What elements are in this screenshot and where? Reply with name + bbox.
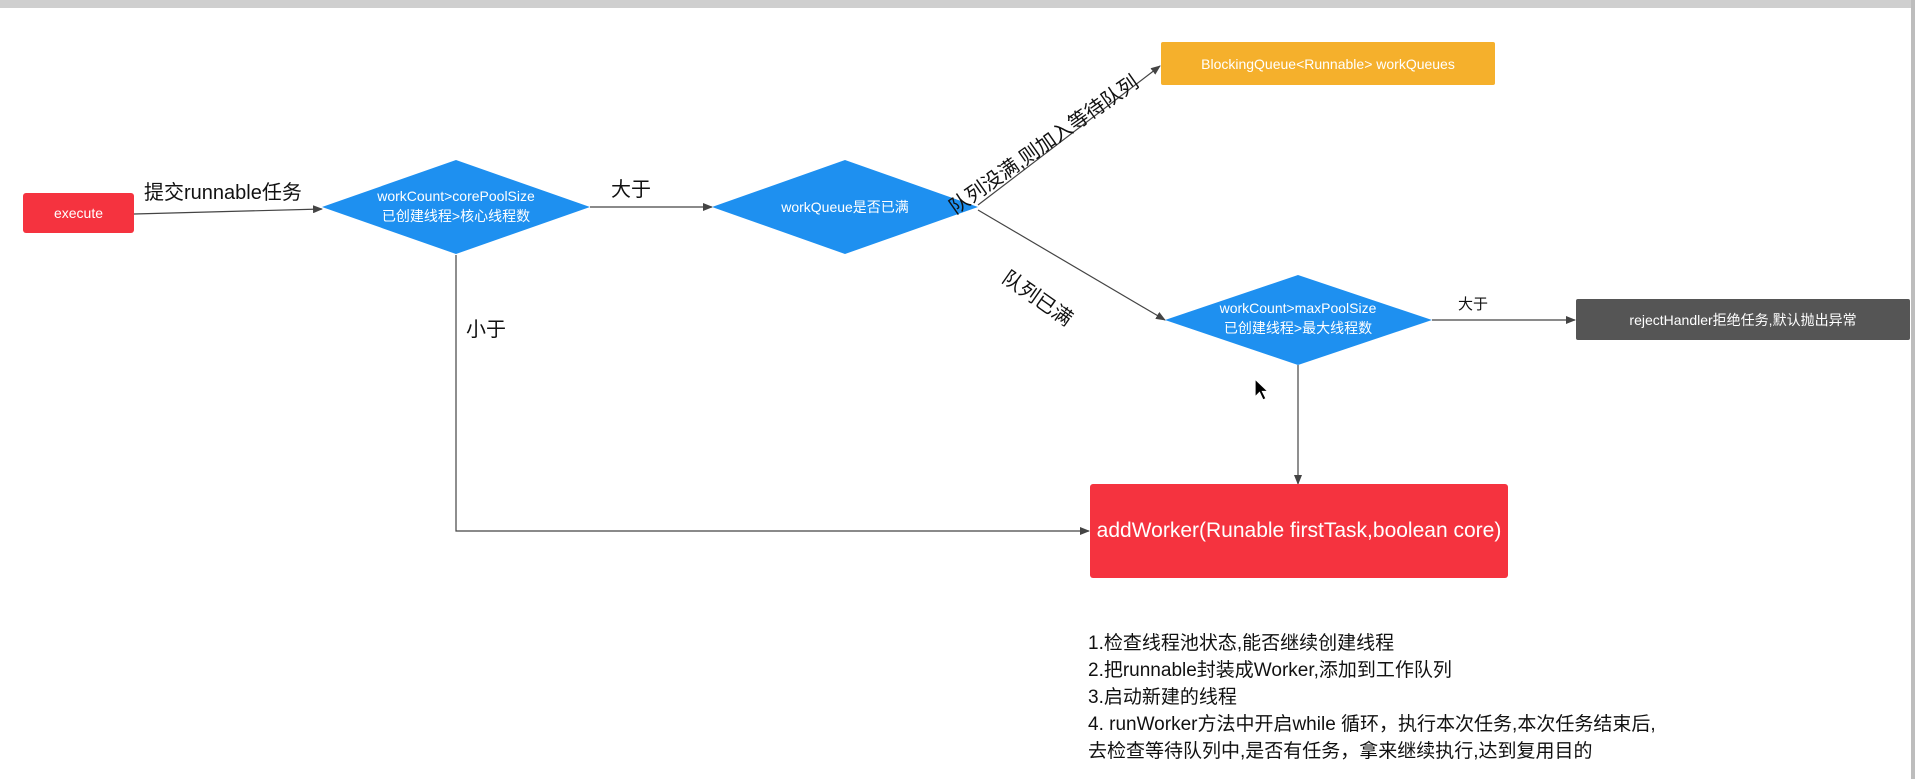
add-worker-box: addWorker(Runable firstTask,boolean core…	[1090, 484, 1508, 578]
note-line: 3.启动新建的线程	[1088, 687, 1237, 708]
note-line: 去检查等待队列中,是否有任务，拿来继续执行,达到复用目的	[1088, 741, 1593, 762]
decision-max-diamond	[1165, 275, 1432, 365]
edge-queue-to-max	[977, 209, 1166, 321]
window-top-bar	[0, 0, 1915, 8]
reject-handler-label: rejectHandler拒绝任务,默认抛出异常	[1629, 311, 1857, 328]
mouse-cursor-icon	[1254, 378, 1270, 401]
decision-max-line1: workCount>maxPoolSize	[1219, 300, 1377, 316]
decision-core-label: workCount>corePoolSize 已创建线程>核心线程数	[336, 186, 576, 226]
blocking-queue-label: BlockingQueue<Runnable> workQueues	[1201, 55, 1455, 72]
execute-box: execute	[23, 193, 134, 233]
note-line: 1.检查线程池状态,能否继续创建线程	[1088, 633, 1395, 654]
blocking-queue-box: BlockingQueue<Runnable> workQueues	[1161, 42, 1495, 85]
edge-execute-to-core	[133, 205, 323, 215]
decision-core-diamond	[322, 160, 590, 254]
edge-label-greater-2: 大于	[1458, 296, 1489, 313]
edge-label-less: 小于	[466, 319, 506, 341]
execute-label: execute	[53, 205, 104, 221]
decision-core-line2: 已创建线程>核心线程数	[381, 208, 531, 224]
decision-queue-diamond	[712, 160, 978, 254]
decision-max-label: workCount>maxPoolSize 已创建线程>最大线程数	[1178, 298, 1418, 338]
note-line: 4. runWorker方法中开启while 循环，执行本次任务,本次任务结束后…	[1088, 714, 1656, 735]
decision-max-line2: 已创建线程>最大线程数	[1223, 320, 1373, 336]
edge-label-submit: 提交runnable任务	[144, 182, 302, 204]
decision-queue-label: workQueue是否已满	[725, 197, 965, 217]
edge-queue-to-blockingqueue	[977, 65, 1161, 206]
decision-core-line1: workCount>corePoolSize	[377, 188, 535, 204]
edge-label-greater-1: 大于	[611, 179, 651, 201]
edge-core-to-addworker	[455, 255, 1090, 535]
notes-block: 1.检查线程池状态,能否继续创建线程 2.把runnable封装成Worker,…	[1088, 630, 1656, 765]
decision-queue-text: workQueue是否已满	[781, 199, 909, 215]
window-scrollbar[interactable]	[1911, 0, 1915, 779]
add-worker-label: addWorker(Runable firstTask,boolean core…	[1096, 519, 1502, 542]
note-line: 2.把runnable封装成Worker,添加到工作队列	[1088, 660, 1452, 681]
reject-handler-box: rejectHandler拒绝任务,默认抛出异常	[1576, 299, 1910, 340]
